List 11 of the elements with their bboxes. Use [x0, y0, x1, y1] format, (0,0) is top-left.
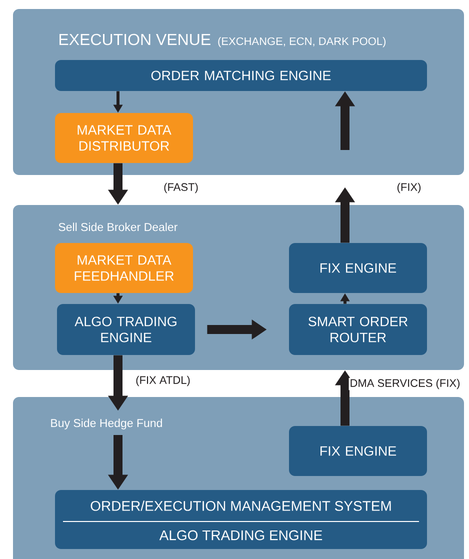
edge-label: DMA SERVICES (FIX): [348, 378, 462, 390]
edge-label: (FAST): [162, 182, 200, 194]
process-box: FIX ENGINE: [289, 426, 427, 476]
data-box: MARKET DATA DISTRIBUTOR: [55, 113, 193, 163]
split-box: ORDER/EXECUTION MANAGEMENT SYSTEM ALGO TRADING ENGINE: [55, 490, 427, 549]
process-box: SMART ORDER ROUTER: [289, 304, 427, 355]
process-box: FIX ENGINE: [289, 243, 427, 293]
process-box: ALGO TRADING ENGINE: [57, 304, 195, 355]
process-box: ORDER MATCHING ENGINE: [55, 60, 427, 91]
data-box: MARKET DATA FEEDHANDLER: [55, 243, 193, 293]
edge-label: (FIX ATDL): [134, 374, 192, 388]
